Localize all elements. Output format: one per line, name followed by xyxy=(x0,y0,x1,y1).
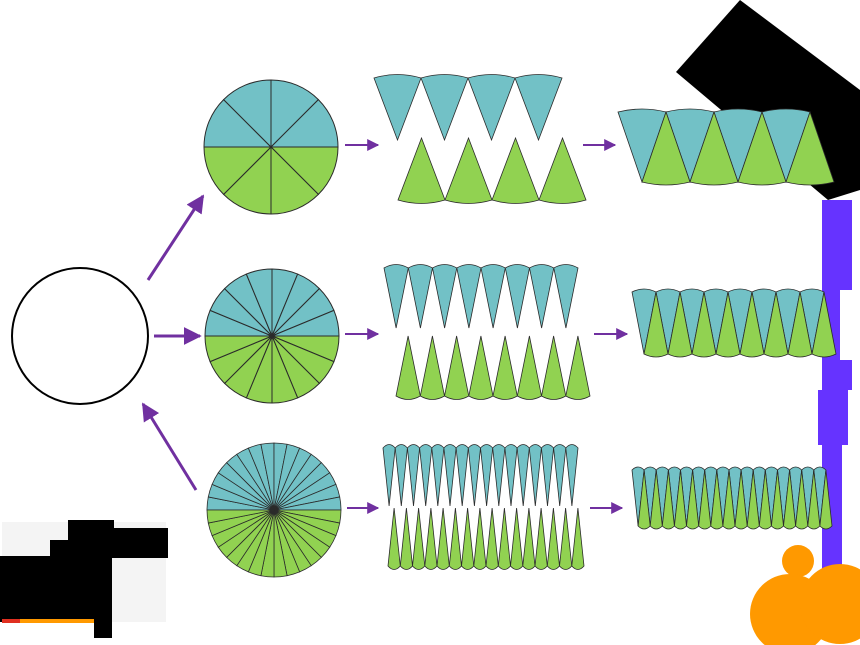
sector-icon xyxy=(206,509,275,524)
divided-circle-32 xyxy=(206,442,342,578)
sector-icon xyxy=(203,146,273,196)
separated-wedges-32 xyxy=(382,444,585,570)
interleaved-shape-32 xyxy=(631,466,833,530)
separated-wedges-16 xyxy=(383,264,591,400)
sector-icon xyxy=(546,507,560,570)
sector-icon xyxy=(565,444,579,507)
sector-icon xyxy=(492,335,518,400)
sector-icon xyxy=(528,444,542,507)
decor-orange-blobs xyxy=(750,545,860,645)
sector-icon xyxy=(485,507,499,570)
sector-icon xyxy=(565,335,591,400)
sector-icon xyxy=(399,507,413,570)
sector-icon xyxy=(443,444,457,507)
sector-icon xyxy=(534,507,548,570)
sector-icon xyxy=(420,74,469,142)
sector-icon xyxy=(395,335,421,400)
sector-icon xyxy=(448,507,462,570)
sector-icon xyxy=(473,507,487,570)
sector-icon xyxy=(541,335,567,400)
sector-icon xyxy=(480,444,494,507)
blob-icon xyxy=(782,545,814,577)
sector-icon xyxy=(456,264,482,329)
sector-icon xyxy=(461,507,475,570)
sector-icon xyxy=(468,335,494,400)
sector-icon xyxy=(819,469,833,530)
sector-icon xyxy=(540,444,555,507)
rearrangement-rows xyxy=(203,74,837,578)
sector-icon xyxy=(553,444,567,507)
sector-icon xyxy=(444,136,493,204)
divided-circle-16 xyxy=(204,268,340,404)
divided-circle-8 xyxy=(203,79,339,215)
purple-bar-3 xyxy=(822,360,852,390)
arrow-to-circle-8 xyxy=(146,194,205,281)
row-8-sectors xyxy=(203,74,835,215)
sector-icon xyxy=(387,507,401,570)
sector-icon xyxy=(467,444,481,507)
sector-icon xyxy=(373,74,422,142)
sector-icon xyxy=(383,264,409,329)
sector-icon xyxy=(480,264,506,329)
source-circle xyxy=(11,267,149,405)
sector-icon xyxy=(397,136,446,204)
interleaved-shape-16 xyxy=(631,288,837,358)
orange-strip xyxy=(2,619,94,623)
sector-icon xyxy=(492,444,506,507)
sector-icon xyxy=(529,264,555,329)
decor-bottom-left xyxy=(0,520,168,638)
sector-icon xyxy=(455,444,469,507)
sector-icon xyxy=(436,507,450,570)
sector-icon xyxy=(522,507,536,570)
sector-icon xyxy=(431,444,445,507)
sector-icon xyxy=(444,335,470,400)
purple-bar-4 xyxy=(818,390,848,445)
sector-icon xyxy=(559,507,573,570)
sector-icon xyxy=(382,444,396,507)
black-block xyxy=(0,520,168,638)
sector-icon xyxy=(406,444,421,507)
sector-icon xyxy=(497,507,511,570)
sector-icon xyxy=(394,444,408,507)
row-16-sectors xyxy=(204,264,837,404)
sector-icon xyxy=(510,507,524,570)
separated-wedges-8 xyxy=(373,74,587,204)
arrow-to-circle-32 xyxy=(141,402,198,491)
sector-icon xyxy=(407,264,433,329)
purple-bar-1 xyxy=(822,200,852,290)
interleaved-shape-8 xyxy=(617,108,835,186)
sector-icon xyxy=(504,444,518,507)
sector-icon xyxy=(571,507,585,570)
purple-bar-5 xyxy=(822,445,842,570)
sector-icon xyxy=(424,507,438,570)
blob-icon xyxy=(800,564,860,644)
sector-icon xyxy=(516,335,542,400)
sector-icon xyxy=(516,444,530,507)
red-strip xyxy=(2,619,20,623)
sector-icon xyxy=(811,291,837,358)
sector-icon xyxy=(514,74,563,142)
sector-icon xyxy=(491,136,540,204)
sector-icon xyxy=(419,335,445,400)
sector-icon xyxy=(785,110,835,186)
sector-icon xyxy=(419,444,433,507)
sector-icon xyxy=(412,507,426,570)
sector-icon xyxy=(204,335,273,363)
sector-icon xyxy=(538,136,587,204)
sector-icon xyxy=(553,264,579,329)
sector-icon xyxy=(432,264,458,329)
row-32-sectors xyxy=(206,442,833,578)
sector-icon xyxy=(504,264,530,329)
sector-icon xyxy=(467,74,516,142)
